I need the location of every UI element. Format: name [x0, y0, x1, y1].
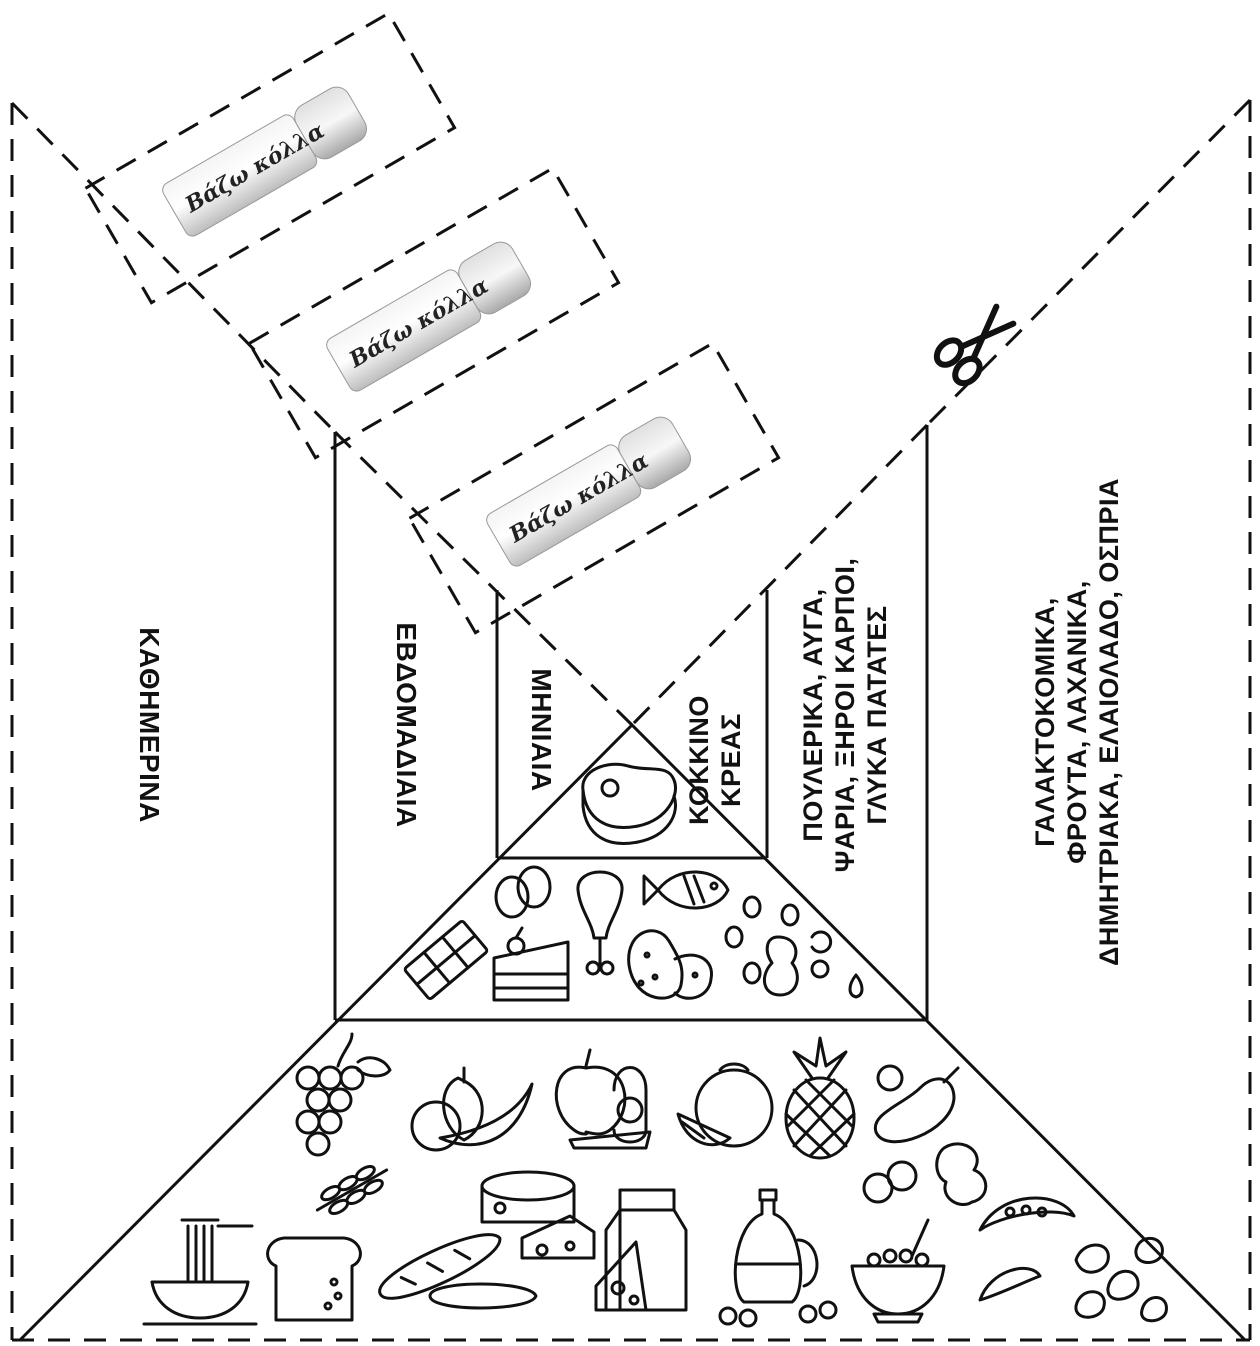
olive-oil-icon — [718, 1188, 838, 1328]
eggplant-icon — [873, 1064, 960, 1144]
pear-banana-icon — [410, 1066, 534, 1152]
apple-carrot-icon — [554, 1048, 652, 1150]
svg-text:ΔΗΜΗΤΡΙΑΚΑ, ΕΛΑΙΟΛΑΔΟ, ΟΣΠΡΙΑ: ΔΗΜΗΤΡΙΑΚΑ, ΕΛΑΙΟΛΑΔΟ, ΟΣΠΡΙΑ — [1094, 478, 1124, 966]
chocolate-icon — [403, 919, 489, 1001]
seeds-icon — [848, 973, 864, 999]
pineapple-icon — [784, 1036, 856, 1160]
svg-text:ΓΛΥΚΑ ΠΑΤΑΤΕΣ: ΓΛΥΚΑ ΠΑΤΑΤΕΣ — [862, 605, 892, 824]
peas-icon — [978, 1196, 1076, 1302]
chickpeas-icon — [862, 1142, 988, 1206]
nuts-icon — [724, 895, 833, 985]
eggs-icon — [494, 865, 552, 919]
glue-stick: Βάζω κόλλα — [486, 416, 691, 567]
glue-tab-2: Βάζω κόλλα — [247, 166, 621, 460]
baguette-icon — [378, 1233, 538, 1310]
left-diagonal-cut — [10, 101, 337, 434]
glue-stick: Βάζω κόλλα — [326, 241, 531, 392]
milk-carton-icon — [594, 1188, 688, 1312]
fish-icon — [642, 870, 730, 910]
svg-text:ΨΑΡΙΑ, ΞΗΡΟΙ ΚΑΡΠΟΙ,: ΨΑΡΙΑ, ΞΗΡΟΙ ΚΑΡΠΟΙ, — [830, 558, 860, 873]
pasta-icon — [142, 1218, 258, 1326]
svg-text:ΦΡΟΥΤΑ, ΛΑΧΑΝΙΚΑ,: ΦΡΟΥΤΑ, ΛΑΧΑΝΙΚΑ, — [1062, 580, 1092, 863]
label-daily-foods: ΓΑΛΑΚΤΟΚΟΜΙΚΑ, ΦΡΟΥΤΑ, ΛΑΧΑΝΙΚΑ, ΔΗΜΗΤΡΙ… — [1030, 478, 1124, 966]
chicken-leg-icon — [576, 870, 624, 976]
svg-text:ΕΒΔΟΜΑΔΙΑΙΑ: ΕΒΔΟΜΑΔΙΑΙΑ — [391, 622, 422, 827]
cake-icon — [492, 926, 570, 1002]
label-weekly-foods: ΠΟΥΛΕΡΙΚΑ, ΑΥΓΑ, ΨΑΡΙΑ, ΞΗΡΟΙ ΚΑΡΠΟΙ, ΓΛ… — [798, 558, 892, 873]
glue-tab-3: Βάζω κόλλα — [407, 341, 781, 635]
label-monthly: ΜΗΝΙΑΙΑ — [526, 668, 557, 791]
label-red-meat: ΚΟΚΚΙΝΟ ΚΡΕΑΣ — [684, 695, 746, 825]
watermelon-tomato-icon — [676, 1062, 774, 1148]
svg-text:ΚΡΕΑΣ: ΚΡΕΑΣ — [716, 713, 746, 807]
pyramid-structure — [18, 425, 1247, 1342]
glue-tab-border — [247, 166, 621, 460]
peanut-icon — [763, 935, 830, 997]
label-daily: ΚΑΘΗΜΕΡΙΝΑ — [134, 627, 165, 823]
svg-text:ΜΗΝΙΑΙΑ: ΜΗΝΙΑΙΑ — [526, 668, 557, 791]
glue-tab-border — [83, 11, 457, 305]
svg-text:ΠΟΥΛΕΡΙΚΑ, ΑΥΓΑ,: ΠΟΥΛΕΡΙΚΑ, ΑΥΓΑ, — [798, 588, 828, 841]
pyramid-outline — [18, 722, 1247, 1342]
glue-tab-border — [407, 341, 781, 635]
cheese-icon — [480, 1170, 596, 1260]
glue-tab-1: Βάζω κόλλα — [83, 11, 457, 305]
glue-stick: Βάζω κόλλα — [162, 86, 367, 237]
wheat-icon — [315, 1164, 389, 1216]
svg-text:ΚΟΚΚΙΝΟ: ΚΟΚΚΙΝΟ — [684, 695, 714, 825]
grapes-icon — [295, 1032, 392, 1157]
svg-text:ΓΑΛΑΚΤΟΚΟΜΙΚΑ,: ΓΑΛΑΚΤΟΚΟΜΙΚΑ, — [1030, 597, 1060, 847]
bread-icon — [266, 1236, 362, 1322]
cereal-bowl-icon — [850, 1218, 946, 1324]
scissors-icon — [933, 303, 1017, 387]
steak-icon — [581, 762, 677, 845]
potato-icon — [627, 929, 713, 1000]
beans-icon — [1074, 1237, 1168, 1323]
label-weekly: ΕΒΔΟΜΑΔΙΑΙΑ — [391, 622, 422, 827]
svg-text:ΚΑΘΗΜΕΡΙΝΑ: ΚΑΘΗΜΕΡΙΝΑ — [134, 627, 165, 823]
